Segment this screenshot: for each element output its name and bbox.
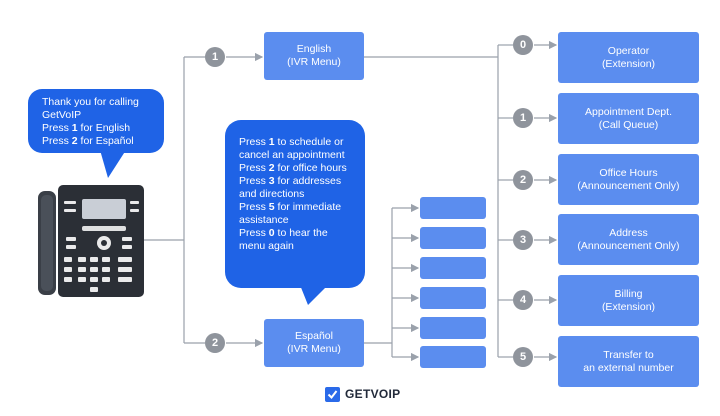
spanish-option-box bbox=[420, 197, 486, 219]
spanish-option-box bbox=[420, 227, 486, 249]
spanish-option-box bbox=[420, 257, 486, 279]
option-number-badge: 2 bbox=[513, 170, 533, 190]
menu-number-badge: 2 bbox=[205, 333, 225, 353]
option-number-badge: 3 bbox=[513, 230, 533, 250]
option-number-badge: 0 bbox=[513, 35, 533, 55]
greeting-speech-bubble: Thank you for calling GetVoIP Press 1 fo… bbox=[28, 89, 164, 153]
greeting-line: Press 1 for English bbox=[42, 122, 131, 134]
brand-name: GETVOIP bbox=[345, 387, 401, 401]
option-box-office-hours: Office Hours(Announcement Only) bbox=[558, 154, 699, 205]
menu-option-line: and directions bbox=[239, 188, 305, 200]
spanish-option-box bbox=[420, 317, 486, 339]
menu-option-line: Press 1 to schedule or bbox=[239, 136, 344, 148]
getvoip-brand: GETVOIP bbox=[325, 385, 400, 403]
menu-option-line: Press 0 to hear the bbox=[239, 227, 328, 239]
desk-phone-icon bbox=[38, 185, 144, 297]
greeting-line: GetVoIP bbox=[42, 109, 82, 121]
spanish-option-box bbox=[420, 287, 486, 309]
menu-option-line: Press 5 for immediate bbox=[239, 201, 342, 213]
option-number-badge: 1 bbox=[513, 108, 533, 128]
menu-option-line: assistance bbox=[239, 214, 289, 226]
menu-option-line: cancel an appointment bbox=[239, 149, 345, 161]
option-box-address: Address(Announcement Only) bbox=[558, 214, 699, 265]
greeting-bubble-tail bbox=[100, 150, 126, 178]
menu-option-line: Press 2 for office hours bbox=[239, 162, 347, 174]
menu-option-line: Press 3 for addresses bbox=[239, 175, 342, 187]
greeting-line: Press 2 for Español bbox=[42, 135, 134, 147]
menu-options-speech-bubble: Press 1 to schedule or cancel an appoint… bbox=[225, 120, 365, 288]
checkmark-logo-icon bbox=[325, 386, 340, 402]
greeting-line: Thank you for calling bbox=[42, 96, 139, 108]
menu-number-badge: 1 bbox=[205, 47, 225, 67]
option-number-badge: 5 bbox=[513, 347, 533, 367]
spanish-ivr-menu-box: Español(IVR Menu) bbox=[264, 319, 364, 367]
option-box-billing: Billing(Extension) bbox=[558, 275, 699, 326]
english-ivr-menu-box: English(IVR Menu) bbox=[264, 32, 364, 80]
spanish-option-box bbox=[420, 346, 486, 368]
option-number-badge: 4 bbox=[513, 290, 533, 310]
menu-bubble-tail bbox=[300, 285, 328, 305]
option-box-operator: Operator(Extension) bbox=[558, 32, 699, 83]
menu-option-line: menu again bbox=[239, 240, 294, 252]
option-box-appointment: Appointment Dept.(Call Queue) bbox=[558, 93, 699, 144]
